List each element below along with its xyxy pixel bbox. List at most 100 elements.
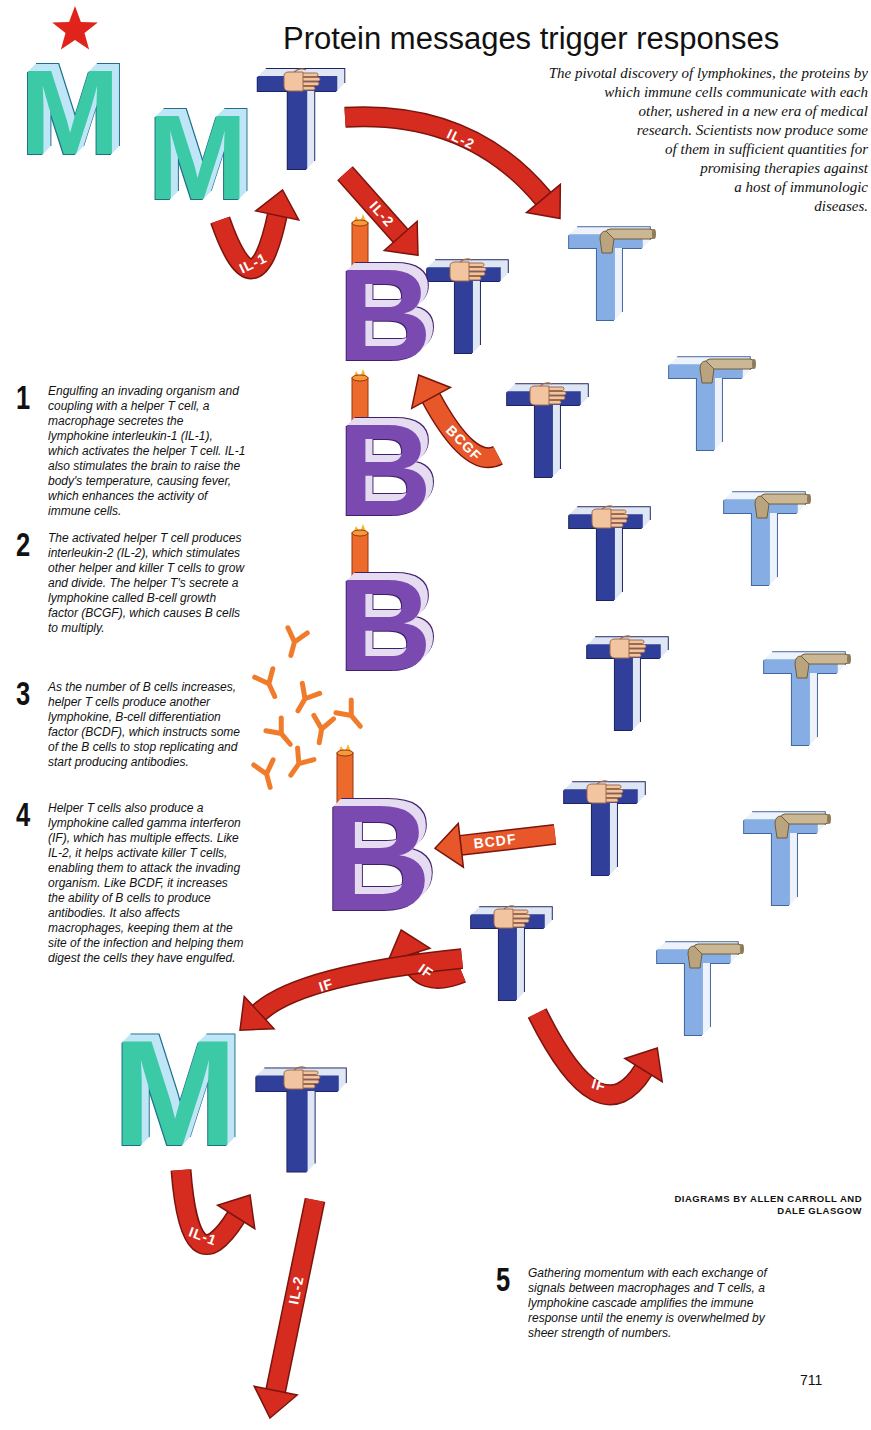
- hand-palm: [450, 262, 469, 281]
- macrophage-letter: M: [110, 1018, 240, 1168]
- arrow-outline: [537, 1013, 643, 1095]
- cell-node: T: [250, 50, 345, 190]
- caption-block: The pivotal discovery of lymphokines, th…: [450, 64, 868, 264]
- gun-grip: [600, 231, 614, 253]
- red-star: [52, 6, 98, 49]
- cell-node: T: [560, 495, 652, 613]
- signal-label: IL-1: [237, 249, 270, 276]
- signal-label: BCGF: [443, 421, 485, 463]
- b-cell-letter: B: [335, 405, 435, 535]
- hand-thumb: [294, 69, 306, 72]
- b-cell-letter: B: [335, 560, 435, 690]
- signal-label: IF: [316, 975, 335, 995]
- hand-thumb: [504, 906, 516, 909]
- diagram-title: Protein messages trigger responses: [283, 20, 779, 58]
- hand-symbol: [528, 384, 568, 406]
- hand-thumb: [460, 259, 472, 262]
- hand-palm: [587, 784, 606, 803]
- step-text: Gathering momentum with each exchange of…: [528, 1266, 778, 1341]
- chimney-top: [337, 750, 353, 756]
- cell-node: B: [335, 560, 435, 685]
- gun-muzzle: [752, 359, 756, 369]
- caption: The pivotal discovery of lymphokines, th…: [450, 64, 868, 216]
- arrow-outline: [345, 117, 543, 199]
- signal-label: BCDF: [473, 831, 517, 852]
- cell-node: B: [335, 405, 435, 530]
- hand-symbol: [448, 260, 488, 282]
- chimney-top: [352, 375, 368, 381]
- credit-line: DIAGRAMS BY ALLEN CARROLL AND DALE GLASG…: [672, 1193, 862, 1217]
- chimney-top: [352, 220, 368, 226]
- hand-symbol: [585, 782, 625, 804]
- arrow-head: [240, 996, 274, 1030]
- step-text: The activated helper T cell produces int…: [48, 531, 246, 636]
- b-cell-letter: B: [335, 250, 435, 380]
- antibody: [255, 669, 284, 701]
- hand-symbol: [282, 70, 322, 92]
- chimney-top: [352, 530, 368, 536]
- signal-arrow-outline: [276, 1200, 315, 1391]
- arrow-shaft: [345, 117, 543, 199]
- gun-muzzle: [652, 229, 656, 239]
- signal-label: IF: [589, 1076, 607, 1095]
- cell-node: M: [110, 1010, 240, 1170]
- gun-grip: [795, 656, 809, 678]
- cell-node: T: [755, 640, 847, 758]
- cell-node: B: [335, 250, 435, 375]
- gun-grip: [755, 496, 769, 518]
- signal-arrow-shaft: [276, 1200, 315, 1391]
- cell-node: T: [735, 800, 827, 918]
- callout-number: 2: [16, 527, 30, 561]
- antibody: [283, 748, 314, 781]
- signal-arrow: [435, 823, 555, 867]
- antibody: [281, 628, 307, 658]
- step-text: As the number of B cells increases, help…: [48, 680, 246, 770]
- macrophage-letter: M: [145, 97, 250, 217]
- hand-thumb: [540, 383, 552, 386]
- signal-label: IL-2: [445, 126, 478, 153]
- gun-symbol: [773, 810, 831, 840]
- cell-node: B: [320, 780, 435, 930]
- antibody: [254, 760, 280, 790]
- signal-label: IL-1: [186, 1224, 219, 1249]
- hand-symbol: [492, 907, 532, 929]
- signal-arrow: [240, 959, 462, 1031]
- cell-node: T: [555, 770, 647, 888]
- cell-node: T: [498, 372, 590, 490]
- arrow-outline: [259, 959, 462, 1013]
- gun-symbol: [598, 225, 656, 255]
- hand-thumb: [620, 636, 632, 639]
- gun-grip: [700, 361, 714, 383]
- hand-thumb: [597, 781, 609, 784]
- gun-symbol: [793, 650, 851, 680]
- cell-node: T: [560, 215, 652, 333]
- gun-muzzle: [740, 944, 744, 954]
- hand-symbol: [282, 1068, 322, 1090]
- page-number: 711: [800, 1372, 822, 1388]
- gun-muzzle: [807, 494, 811, 504]
- cell-node: M: [15, 45, 125, 175]
- b-cell-letter: B: [320, 783, 435, 933]
- signal-arrow-head: [254, 1386, 297, 1418]
- cell-node: T: [578, 625, 670, 743]
- hand-palm: [284, 72, 303, 91]
- cell-node: T: [648, 930, 740, 1048]
- signal-label: IF: [415, 960, 436, 981]
- hand-palm: [530, 386, 549, 405]
- arrow-shaft: [259, 959, 462, 1013]
- step-text: Helper T cells also produce a lymphokine…: [48, 801, 246, 966]
- arrow-head: [526, 184, 560, 218]
- step-text: Engulfing an invading organism and coupl…: [48, 384, 246, 519]
- cell-node: M: [145, 90, 250, 220]
- hand-palm: [610, 639, 629, 658]
- macrophage-letter: M: [15, 52, 125, 172]
- arrow-head: [218, 1195, 255, 1229]
- gun-grip: [775, 816, 789, 838]
- callout-number: 4: [16, 797, 30, 831]
- hand-thumb: [294, 1067, 306, 1070]
- gun-symbol: [753, 490, 811, 520]
- hand-symbol: [608, 637, 648, 659]
- antibody: [336, 700, 368, 733]
- hand-symbol: [590, 507, 630, 529]
- antibody: [309, 715, 333, 744]
